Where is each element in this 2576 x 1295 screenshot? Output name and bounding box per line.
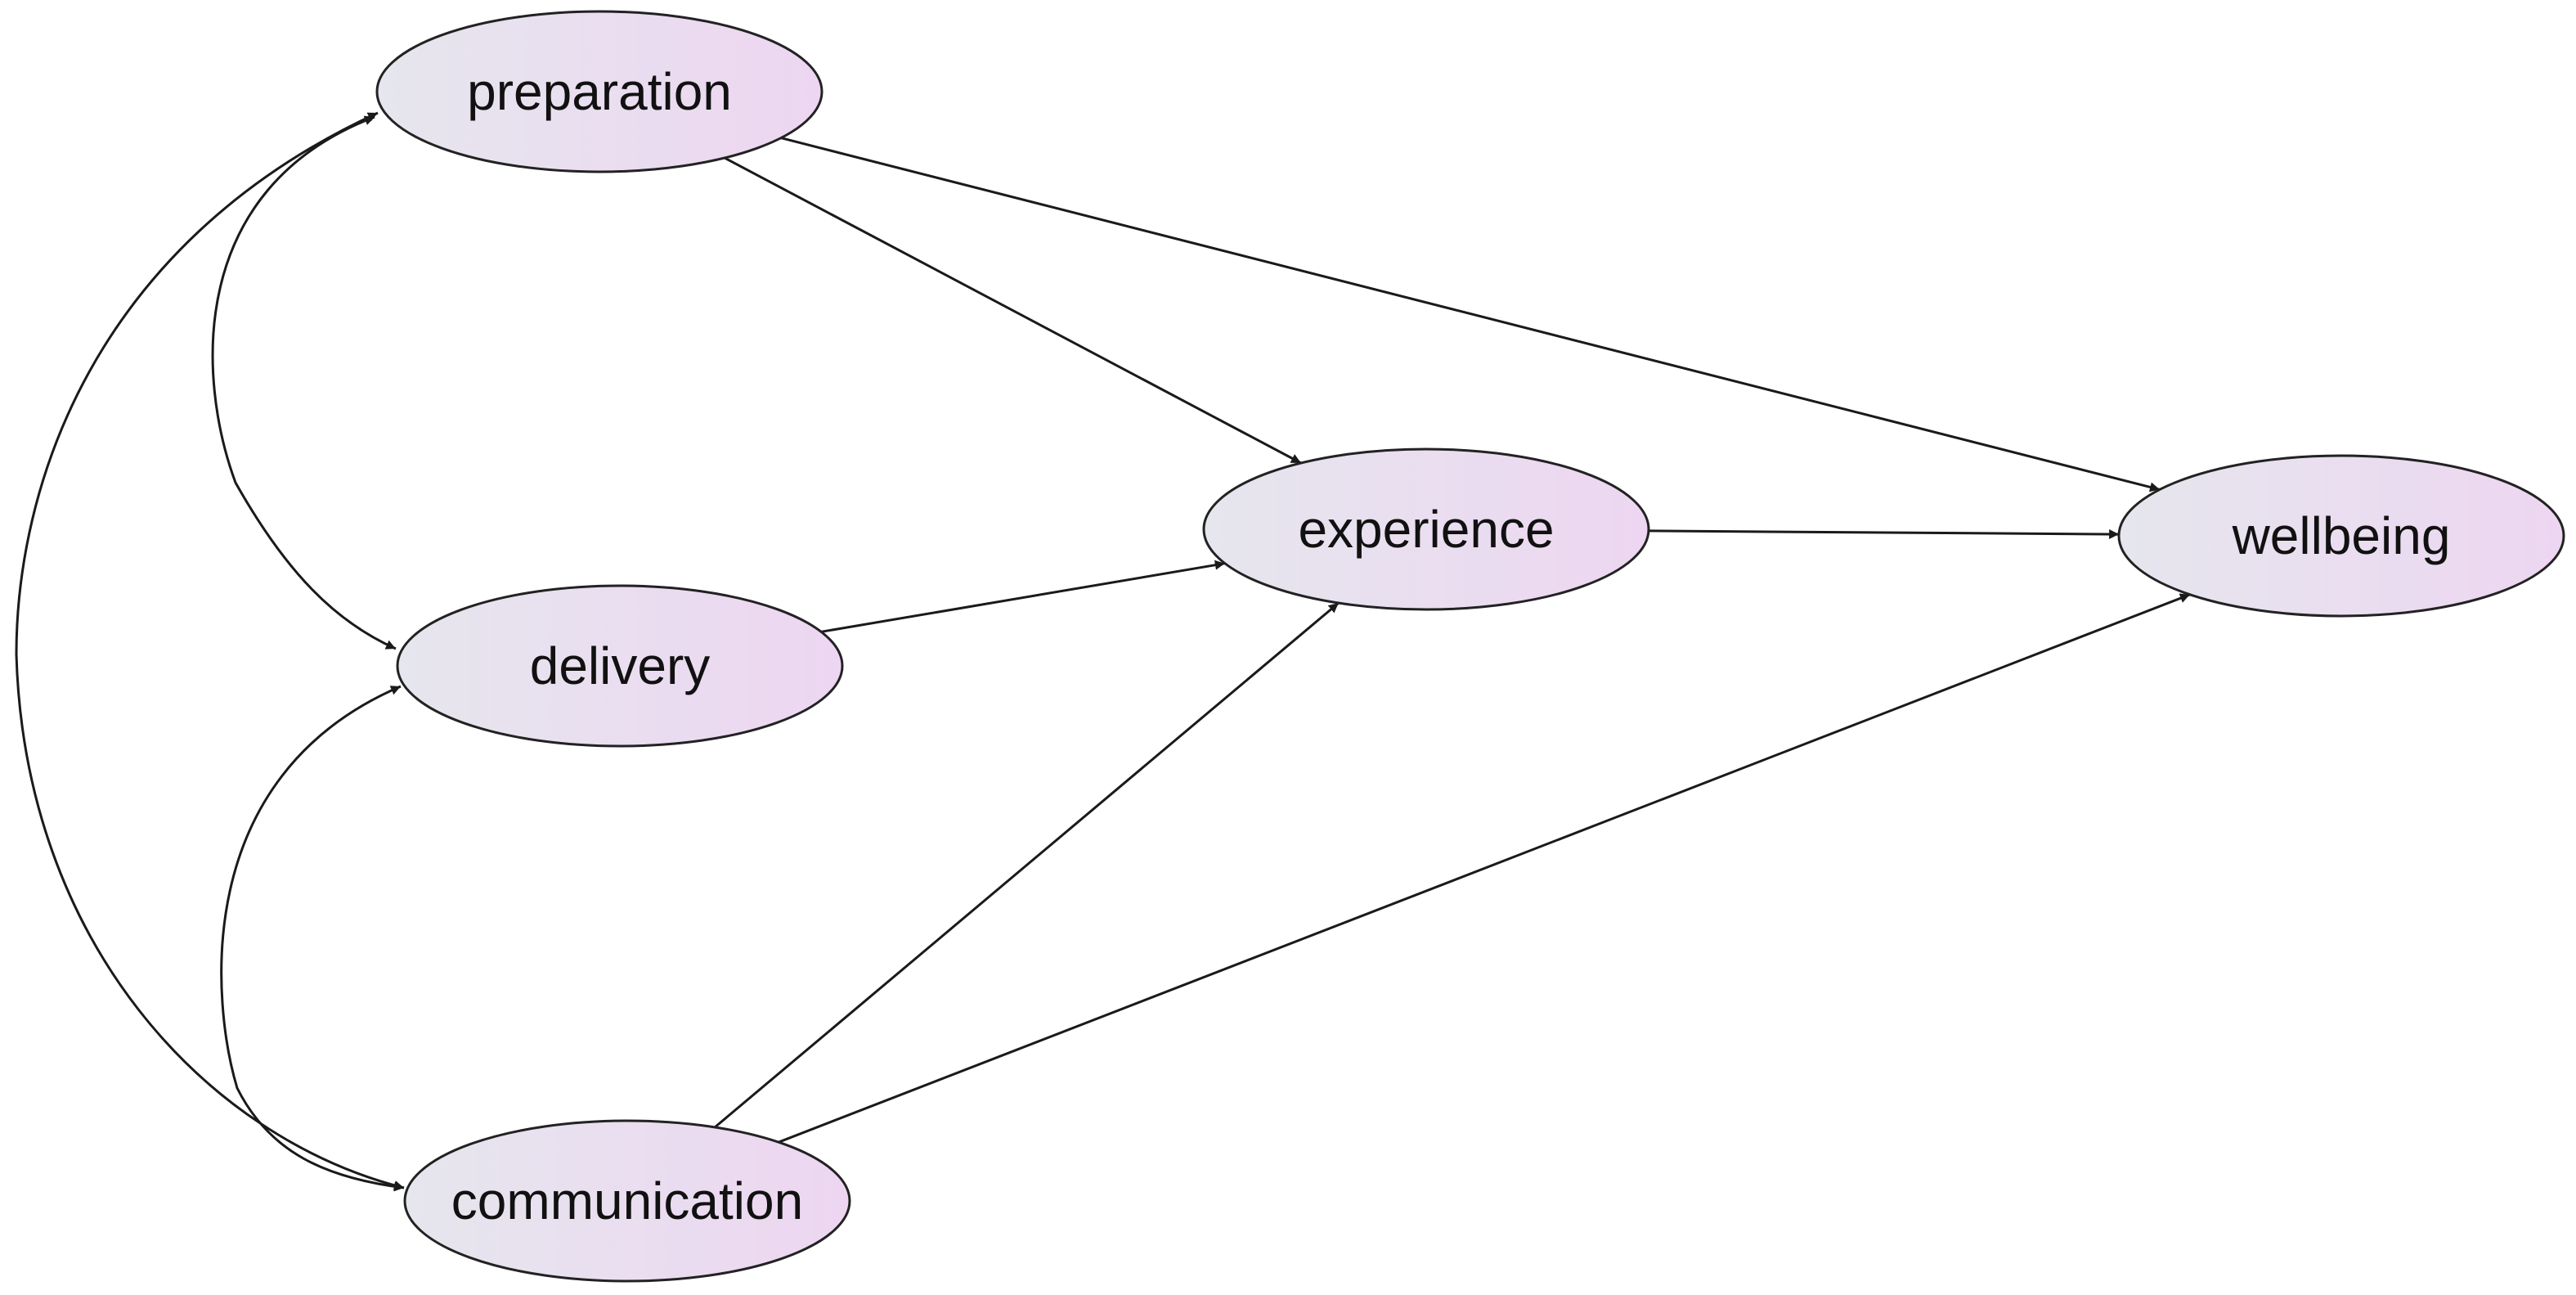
edge-experience-to-wellbeing (1648, 529, 2120, 540)
node-communication: communication (403, 1119, 851, 1283)
node-experience-label: experience (1298, 500, 1554, 559)
edges (15, 111, 2191, 1192)
edge-preparation-to-experience (724, 156, 1302, 465)
edge-communication-to-experience (714, 601, 1340, 1129)
node-preparation: preparation (375, 10, 824, 173)
node-preparation-label: preparation (467, 62, 732, 121)
node-delivery: delivery (396, 584, 844, 748)
node-delivery-ellipse (396, 584, 844, 748)
edge-communication-to-wellbeing (778, 593, 2191, 1144)
covariance-preparation-delivery (211, 115, 397, 650)
edge-preparation-to-wellbeing (780, 137, 2161, 492)
covariance-preparation-communication (15, 111, 405, 1190)
node-preparation-ellipse (375, 10, 824, 173)
node-wellbeing: wellbeing (2117, 454, 2565, 618)
node-wellbeing-label: wellbeing (2232, 506, 2451, 565)
edge-delivery-to-experience (820, 560, 1226, 633)
node-communication-label: communication (451, 1171, 803, 1230)
node-experience-ellipse (1202, 447, 1650, 611)
node-wellbeing-ellipse (2117, 454, 2565, 618)
nodes: preparation delivery communication experien… (375, 10, 2565, 1283)
node-communication-ellipse (403, 1119, 851, 1283)
node-experience: experience (1202, 447, 1650, 611)
covariance-delivery-communication (220, 685, 405, 1192)
node-delivery-label: delivery (530, 636, 711, 695)
